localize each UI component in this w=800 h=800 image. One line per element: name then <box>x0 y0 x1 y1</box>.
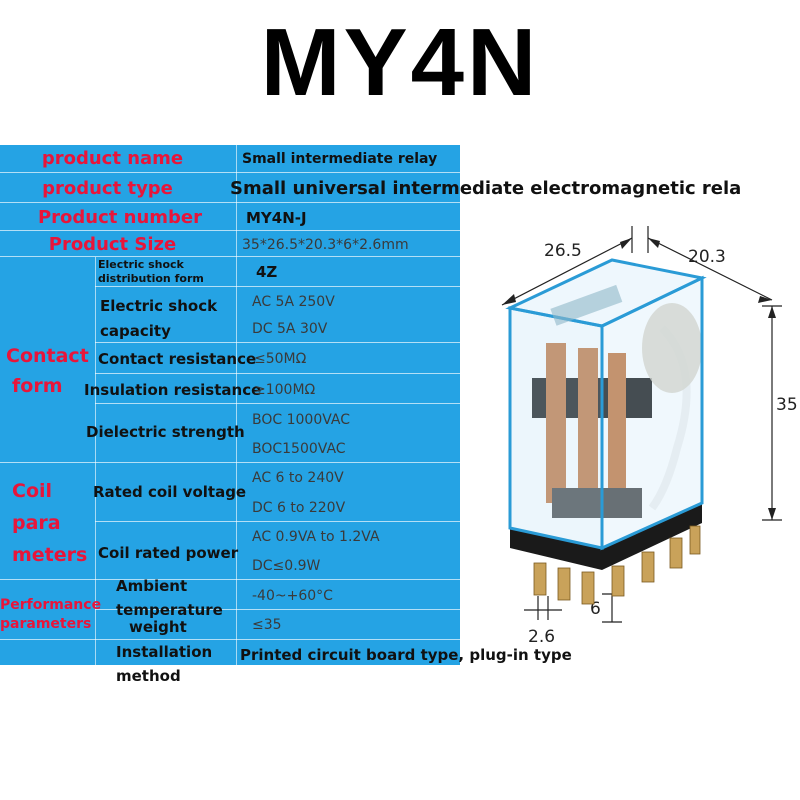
dielectric-strength-value-2: BOC1500VAC <box>252 441 346 457</box>
row-divider <box>0 463 95 580</box>
product-type-value: Small universal intermediate electromagn… <box>230 178 742 199</box>
row-divider <box>95 404 460 463</box>
spec-table: product name Small intermediate relay pr… <box>0 145 741 665</box>
product-number-value: MY4N-J <box>246 209 307 227</box>
row-divider <box>95 580 460 610</box>
column-divider <box>236 145 237 665</box>
contact-resistance-value: ≤50MΩ <box>254 351 307 367</box>
insulation-resistance-value: ≥100MΩ <box>254 382 316 398</box>
row-divider <box>0 203 460 231</box>
relay-dimension-illustration: 26.5 20.3 35 2.6 6 <box>501 226 798 647</box>
pin-length-dimension: 6 <box>590 599 601 619</box>
product-size-label: Product Size <box>48 234 177 255</box>
contact-form-group-label: Contact form <box>6 345 89 397</box>
distribution-form-label: Electric shock distribution form <box>98 258 204 285</box>
weight-value: ≤35 <box>252 617 282 633</box>
product-name-value: Small intermediate relay <box>242 151 438 167</box>
row-divider <box>0 145 460 173</box>
dielectric-strength-label: Dielectric strength <box>86 423 245 441</box>
rated-coil-voltage-ac: AC 6 to 240V <box>252 470 344 486</box>
column-divider <box>95 257 96 665</box>
relay-body <box>505 258 707 605</box>
row-divider <box>95 522 460 580</box>
product-name-label: product name <box>41 148 184 169</box>
row-divider <box>95 463 460 522</box>
product-type-label: product type <box>42 178 173 199</box>
distribution-form-value: 4Z <box>256 263 278 281</box>
product-number-label: Product number <box>37 207 203 228</box>
ambient-temperature-value: -40~+60°C <box>252 588 333 604</box>
depth-dimension: 20.3 <box>688 247 726 267</box>
pin-width-dimension: 2.6 <box>528 627 555 647</box>
coil-parameters-group-label: Coil para meters <box>12 480 88 566</box>
shock-capacity-value-dc: DC 5A 30V <box>252 321 328 337</box>
row-divider <box>95 374 460 404</box>
dielectric-strength-value-1: BOC 1000VAC <box>252 412 351 428</box>
page-title: MY4N <box>260 9 540 116</box>
row-divider <box>0 580 95 640</box>
ambient-temperature-label: Ambient temperature <box>116 577 223 619</box>
row-divider <box>0 231 460 257</box>
performance-group-label: Performance parameters <box>0 597 102 632</box>
weight-label: weight <box>129 618 187 636</box>
installation-method-label: Installation method <box>116 643 213 685</box>
rated-coil-voltage-label: Rated coil voltage <box>93 483 247 501</box>
shock-capacity-label: Electric shock capacity <box>100 297 218 340</box>
rated-coil-voltage-dc: DC 6 to 220V <box>252 500 346 516</box>
row-divider <box>0 257 95 463</box>
row-divider <box>95 610 460 640</box>
row-divider <box>95 343 460 374</box>
shock-capacity-value-ac: AC 5A 250V <box>252 294 335 310</box>
installation-method-value: Printed circuit board type, plug-in type <box>240 646 572 664</box>
row-divider <box>95 287 460 343</box>
height-dimension: 35 <box>776 395 798 415</box>
row-divider <box>0 173 460 203</box>
contact-resistance-label: Contact resistance <box>98 350 257 368</box>
width-dimension: 26.5 <box>544 241 582 261</box>
coil-rated-power-ac: AC 0.9VA to 1.2VA <box>252 529 380 545</box>
insulation-resistance-label: Insulation resistance <box>84 381 262 399</box>
coil-rated-power-dc: DC≤0.9W <box>252 558 321 574</box>
product-size-value: 35*26.5*20.3*6*2.6mm <box>242 237 409 253</box>
coil-rated-power-label: Coil rated power <box>98 544 239 562</box>
row-divider <box>95 257 460 287</box>
